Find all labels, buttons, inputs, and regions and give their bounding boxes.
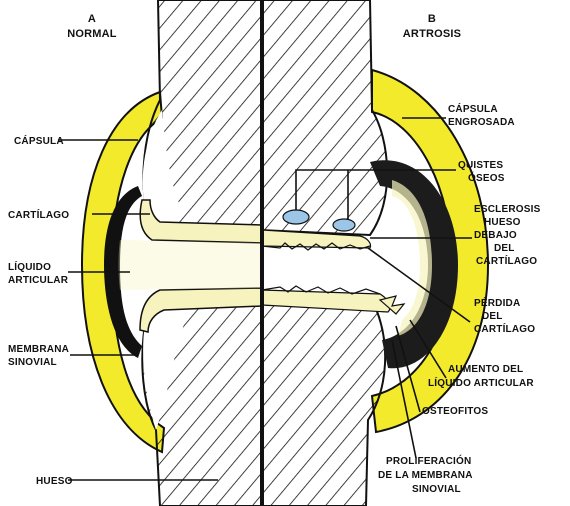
label-proliferacion-3: SINOVIAL bbox=[412, 484, 461, 495]
header-letter-a: A bbox=[88, 13, 96, 25]
label-aumento-2: LÍQUIDO ARTICULAR bbox=[428, 376, 534, 389]
label-capsula: CÁPSULA bbox=[14, 134, 64, 147]
upper-bone bbox=[143, 0, 387, 235]
label-esclerosis-1: ESCLEROSIS bbox=[474, 204, 541, 215]
label-cartilago: CARTÍLAGO bbox=[8, 208, 69, 221]
label-esclerosis-2: HUESO bbox=[484, 217, 521, 228]
label-capsula-engrosada-2: ENGROSADA bbox=[448, 117, 515, 128]
label-membrana: MEMBRANA bbox=[8, 344, 69, 355]
header-normal: NORMAL bbox=[67, 28, 117, 40]
bone-cyst-1 bbox=[283, 210, 309, 224]
label-esclerosis-4: DEL bbox=[494, 243, 515, 254]
header-artrosis: ARTROSIS bbox=[403, 28, 461, 40]
label-aumento-1: AUMENTO DEL bbox=[448, 364, 523, 375]
label-perdida-2: DEL bbox=[482, 311, 503, 322]
bone-cyst-2 bbox=[333, 219, 355, 231]
label-esclerosis-5: CARTÍLAGO bbox=[476, 254, 537, 267]
label-proliferacion-2: DE LA MEMBRANA bbox=[378, 470, 473, 481]
label-liquido: LÍQUIDO bbox=[8, 260, 51, 273]
label-osteofitos: OSTEOFITOS bbox=[422, 406, 488, 417]
header-letter-b: B bbox=[428, 13, 436, 25]
label-perdida-3: CARTÍLAGO bbox=[474, 322, 535, 335]
label-esclerosis-3: DEBAJO bbox=[474, 230, 517, 241]
label-perdida-1: PÉRDIDA bbox=[474, 296, 520, 309]
label-sinovial: SINOVIAL bbox=[8, 357, 57, 368]
label-quistes-2: ÓSEOS bbox=[468, 171, 505, 184]
label-articular: ARTICULAR bbox=[8, 275, 69, 286]
label-capsula-engrosada-1: CÁPSULA bbox=[448, 102, 498, 115]
label-quistes-1: QUISTES bbox=[458, 160, 503, 171]
label-proliferacion-1: PROLIFERACIÓN bbox=[386, 454, 471, 467]
label-hueso: HUESO bbox=[36, 476, 73, 487]
